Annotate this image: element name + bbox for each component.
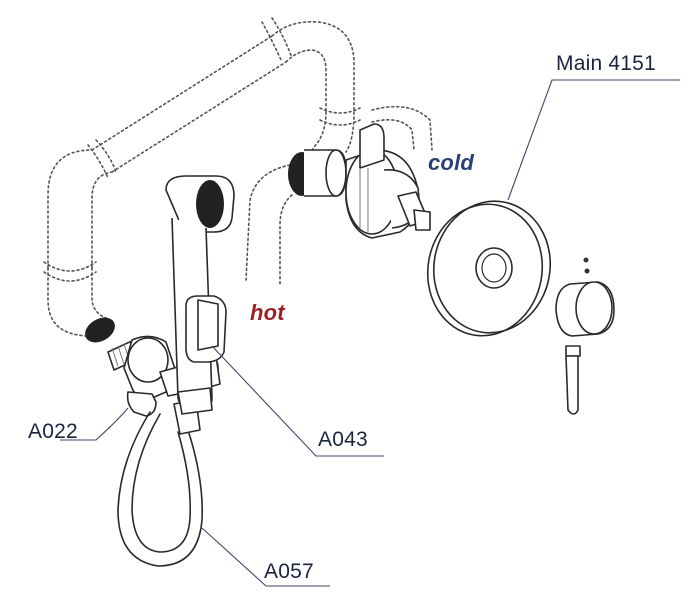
- label-main-4151: Main 4151: [556, 52, 656, 75]
- label-a043: A043: [318, 428, 368, 451]
- hose-a057: [117, 399, 204, 567]
- leader-lines: [60, 79, 680, 587]
- hand-shower-a043: [165, 175, 235, 415]
- handle-knob: [555, 257, 615, 415]
- label-cold: cold: [428, 150, 475, 175]
- valve-body: [288, 123, 431, 239]
- label-a057: A057: [264, 560, 314, 583]
- label-hot: hot: [250, 300, 285, 325]
- concealed-pipes: [43, 17, 433, 339]
- cover-plate: [426, 200, 552, 337]
- label-a022: A022: [28, 420, 78, 443]
